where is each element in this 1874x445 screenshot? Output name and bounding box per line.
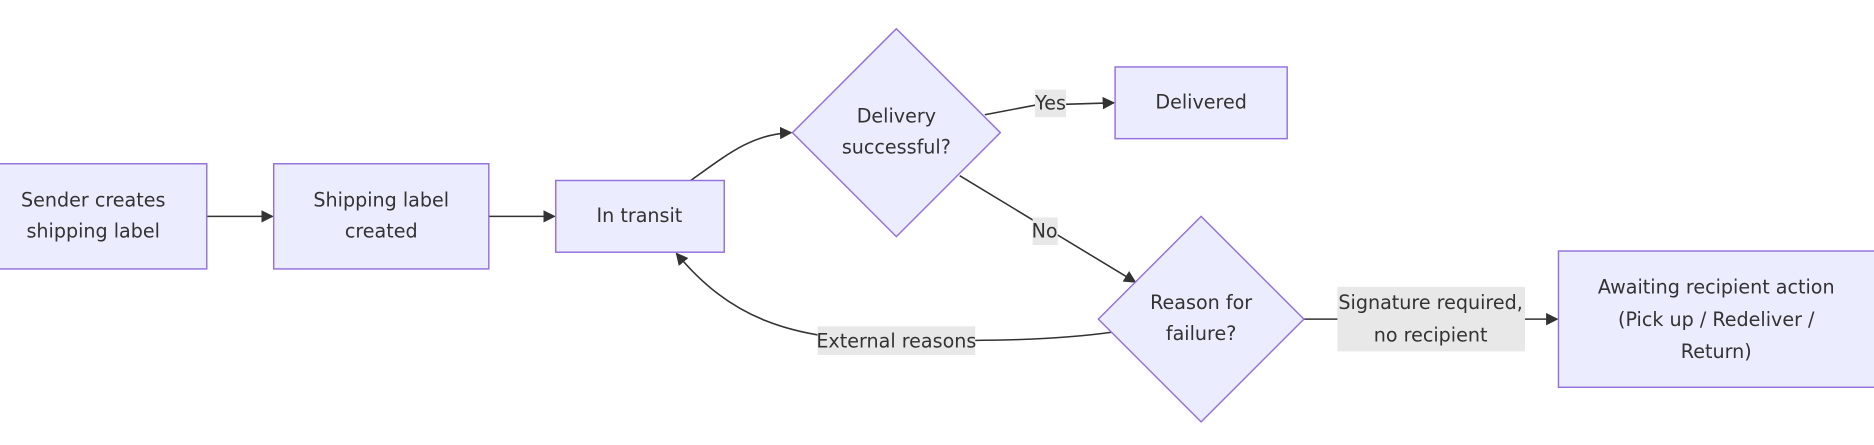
node-text: failure? bbox=[1166, 322, 1237, 345]
node-text: Delivery bbox=[857, 105, 936, 128]
edge-label-text: External reasons bbox=[816, 329, 976, 352]
edge-label-signature: Signature required, no recipient bbox=[1337, 286, 1526, 352]
node-text: Delivered bbox=[1155, 90, 1246, 113]
node-text: created bbox=[345, 219, 418, 242]
edge-label-no: No bbox=[1032, 217, 1058, 246]
edge-label-text: no recipient bbox=[1374, 323, 1488, 346]
edge-label-external-reasons: External reasons bbox=[816, 326, 976, 355]
edge-label-text: Yes bbox=[1034, 92, 1066, 115]
decision-reason-for-failure: Reason for failure? bbox=[1097, 215, 1305, 423]
node-text: (Pick up / Redeliver / bbox=[1618, 308, 1815, 331]
edge-label-text: No bbox=[1032, 219, 1058, 242]
node-delivered: Delivered bbox=[1114, 66, 1288, 140]
node-text: Reason for bbox=[1150, 291, 1252, 314]
node-text: Sender creates bbox=[21, 188, 165, 211]
node-text: Shipping label bbox=[313, 188, 449, 211]
edge-label-text: Signature required, bbox=[1338, 291, 1522, 314]
node-in-transit: In transit bbox=[555, 179, 725, 253]
node-awaiting-recipient: Awaiting recipient action (Pick up / Red… bbox=[1557, 250, 1874, 388]
decision-delivery-successful: Delivery successful? bbox=[791, 27, 1002, 238]
node-text: In transit bbox=[597, 204, 683, 227]
node-text: successful? bbox=[842, 136, 951, 159]
node-text: Return) bbox=[1681, 340, 1752, 363]
node-text: Awaiting recipient action bbox=[1598, 276, 1835, 299]
node-label-created: Shipping label created bbox=[272, 163, 490, 270]
node-sender: Sender creates shipping label bbox=[0, 163, 208, 270]
node-text: shipping label bbox=[26, 219, 159, 242]
edge-label-yes: Yes bbox=[1034, 89, 1067, 118]
edge-transit-to-delivery bbox=[690, 126, 793, 182]
